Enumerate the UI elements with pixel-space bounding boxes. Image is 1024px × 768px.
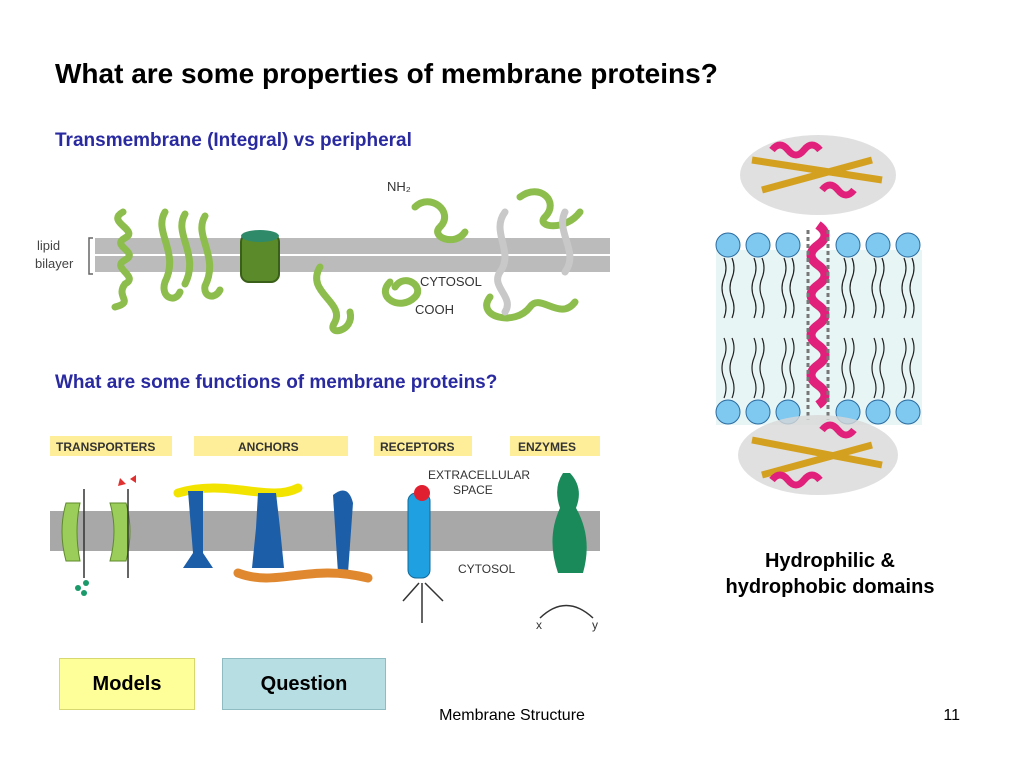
protein-structure-top	[740, 135, 896, 215]
footer-title: Membrane Structure	[439, 707, 585, 724]
transmembrane-helix	[806, 221, 830, 409]
subtitle-transmembrane: Transmembrane (Integral) vs peripheral	[55, 130, 412, 151]
single-pass-protein	[111, 208, 133, 311]
space-label: SPACE	[453, 483, 493, 497]
slide-title: What are some properties of membrane pro…	[55, 58, 718, 89]
membrane-domain-diagram	[715, 135, 922, 495]
y-label: y	[592, 618, 598, 632]
extracellular-label: EXTRACELLULAR	[428, 468, 530, 482]
anchor-protein-1	[183, 491, 213, 568]
label-transporters: TRANSPORTERS	[56, 440, 155, 454]
bilayer-bracket	[88, 237, 93, 275]
label-receptors: RECEPTORS	[380, 440, 454, 454]
bilayer-label: bilayer	[35, 256, 74, 271]
anchor-yellow-filament	[173, 483, 303, 498]
peripheral-protein-top	[411, 198, 469, 244]
peripheral-protein-bottom	[381, 277, 421, 307]
cytosol-label-top: CYTOSOL	[420, 274, 482, 289]
receptor-ligand	[414, 485, 430, 501]
bottom-right-protein	[483, 293, 579, 322]
label-enzymes: ENZYMES	[518, 440, 576, 454]
cooh-label: COOH	[415, 302, 454, 317]
lipid-bilayer-band	[95, 238, 610, 254]
nh2-label: NH₂	[387, 179, 411, 194]
multi-pass-protein	[158, 208, 224, 302]
loop-protein-1	[313, 263, 354, 335]
x-label: x	[536, 618, 542, 632]
gray-protein	[494, 208, 511, 316]
membrane-functions-figure: TRANSPORTERS ANCHORS RECEPTORS ENZYMES E…	[50, 436, 600, 632]
lipid-head-row-top	[715, 232, 921, 258]
label-anchors: ANCHORS	[238, 440, 299, 454]
anchor-orange-filament	[233, 568, 373, 583]
lipid-tails	[721, 257, 915, 399]
lipid-label: lipid	[37, 238, 60, 253]
membrane-band	[50, 511, 600, 551]
models-button[interactable]: Models	[59, 658, 195, 710]
question-button[interactable]: Question	[222, 658, 386, 710]
enzyme-protein	[552, 473, 587, 573]
cytosol-label-bottom: CYTOSOL	[458, 562, 515, 576]
subtitle-functions: What are some functions of membrane prot…	[55, 372, 498, 393]
lipid-head-row-bottom	[715, 399, 921, 425]
domains-caption: Hydrophilic & hydrophobic domains	[725, 550, 935, 598]
membrane-proteins-figure: lipid bilayer NH₂ CYTOSOL COOH	[35, 179, 610, 335]
protein-structure-bottom	[738, 415, 898, 495]
transporter-protein-1	[61, 502, 81, 562]
receptor-protein	[407, 492, 431, 579]
anchor-protein-3	[333, 490, 353, 573]
anchor-protein-2	[252, 493, 284, 568]
page-number: 11	[943, 707, 960, 724]
lipid-anchored-protein	[516, 188, 584, 230]
